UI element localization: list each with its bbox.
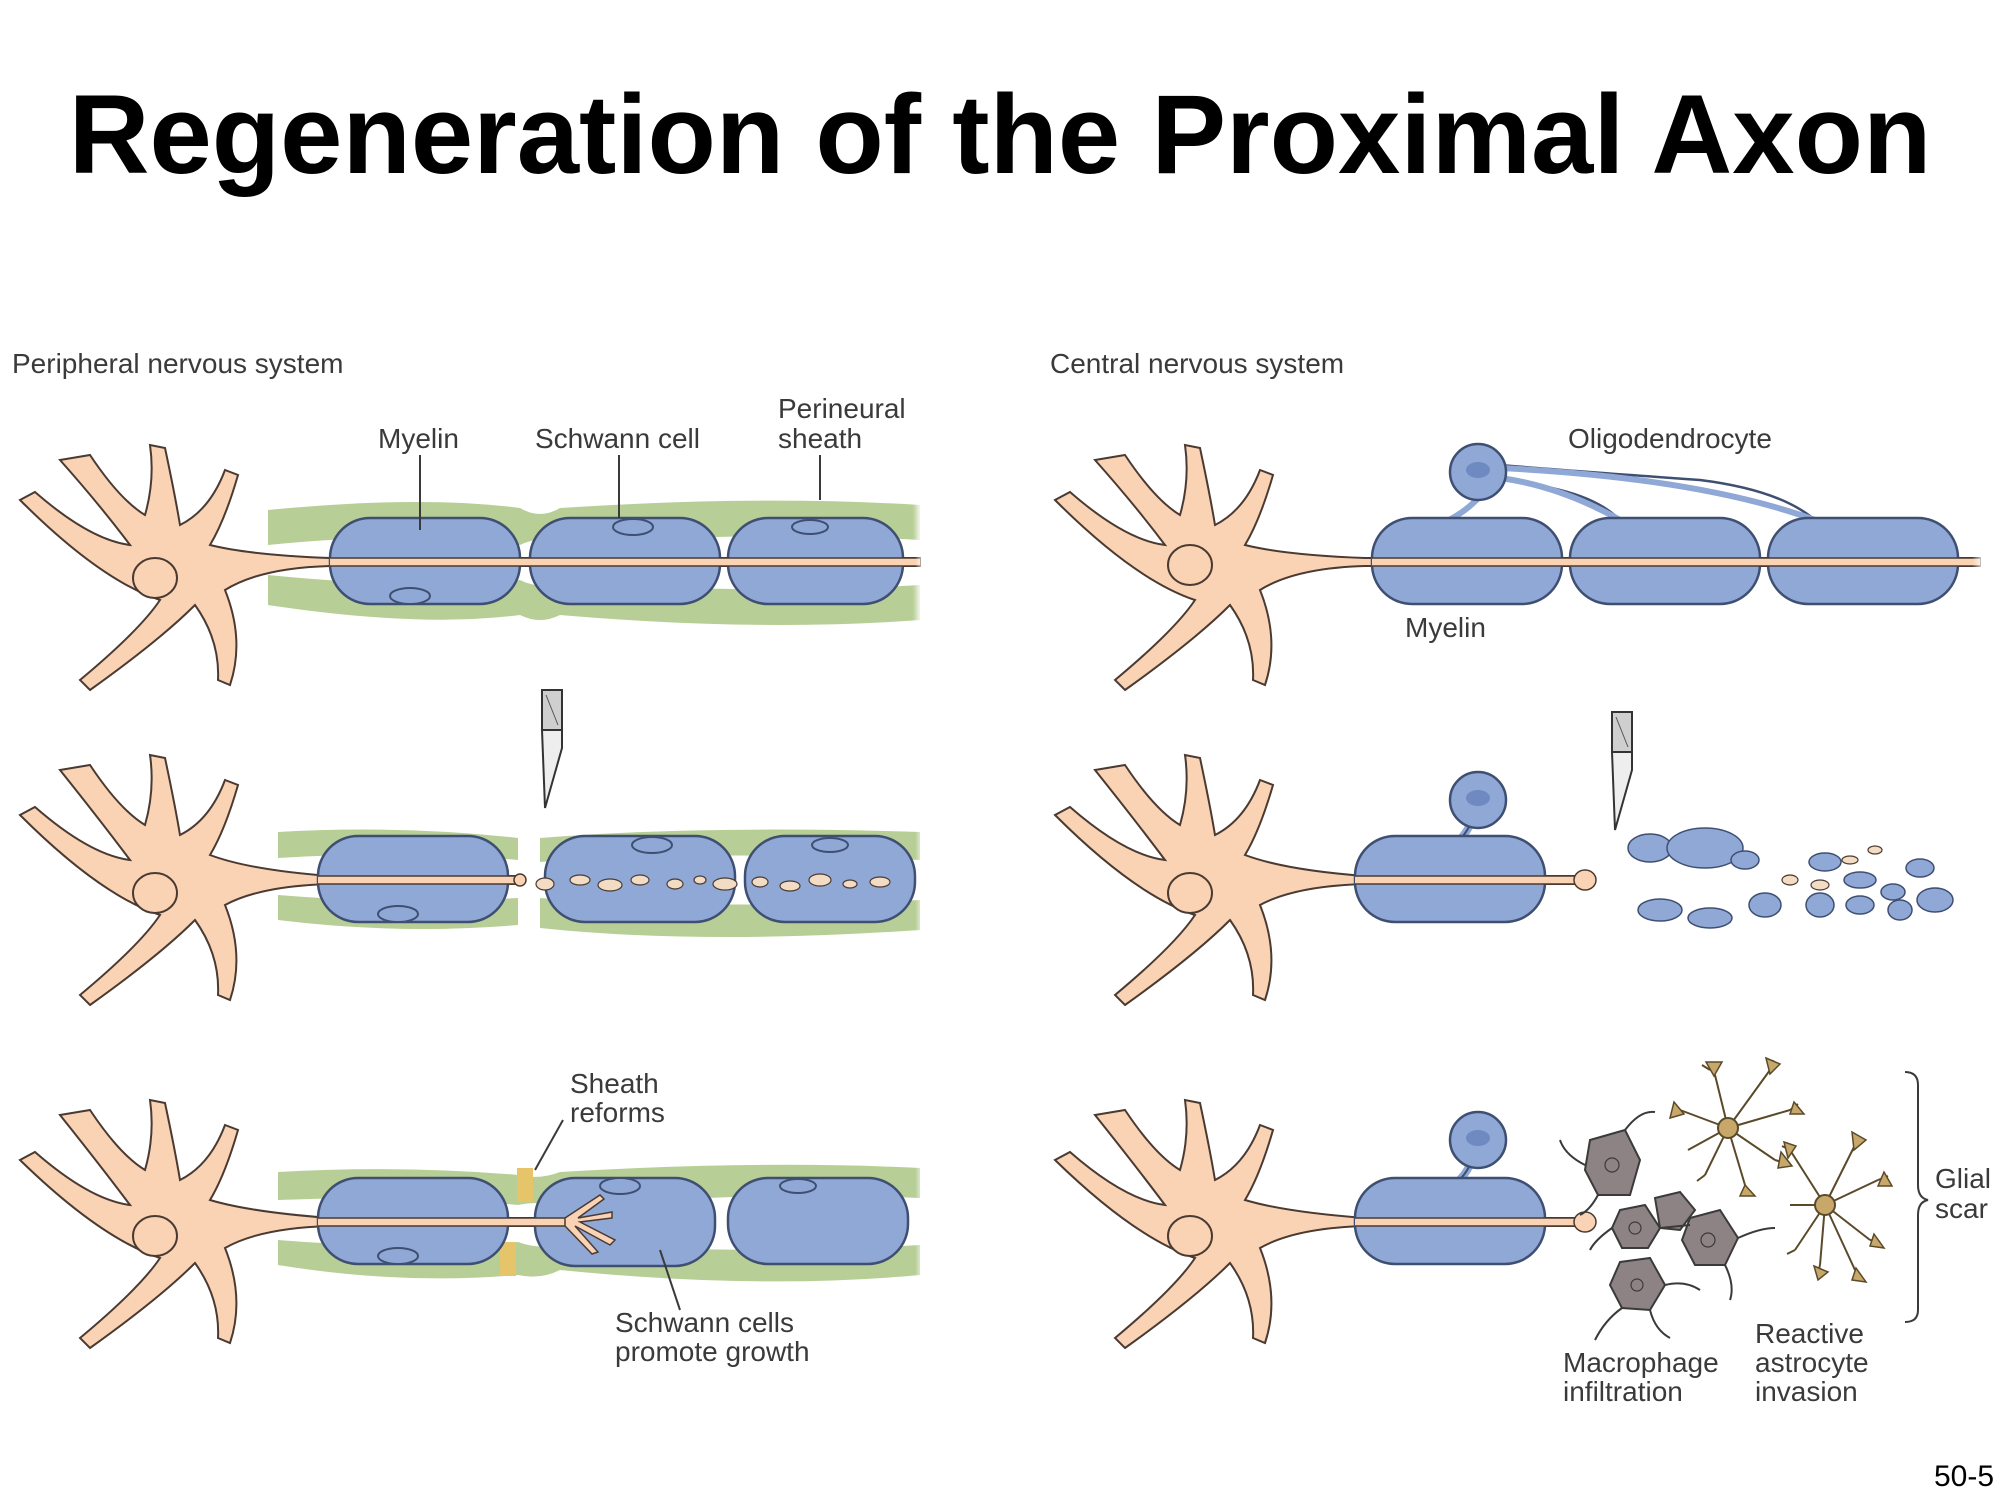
macrophage-cells bbox=[1559, 1110, 1776, 1341]
slide-title: Regeneration of the Proximal Axon bbox=[68, 72, 1932, 197]
glial-scar-label-2: scar bbox=[1935, 1193, 1988, 1224]
pns-neuron-body bbox=[18, 443, 921, 692]
astrocyte-label-2: astrocyte bbox=[1755, 1347, 1869, 1378]
cns-intact-panel bbox=[1053, 442, 1985, 692]
pns-nucleus bbox=[132, 557, 178, 599]
perineural-sheath-label-1: Perineural bbox=[778, 393, 906, 424]
astrocyte-1 bbox=[1673, 1059, 1799, 1194]
pns-schwann-cell-label: Schwann cell bbox=[535, 423, 700, 454]
macrophage-label-1: Macrophage bbox=[1563, 1347, 1719, 1378]
reformed-sheath-patch-bottom bbox=[500, 1242, 516, 1276]
pns-regeneration-panel bbox=[18, 1098, 925, 1350]
reformed-sheath-patch-top bbox=[517, 1168, 533, 1202]
astrocyte-label-3: invasion bbox=[1755, 1376, 1858, 1407]
macrophage-label-2: infiltration bbox=[1563, 1376, 1683, 1407]
retraction-bulb bbox=[1573, 869, 1597, 891]
glial-scar-label-1: Glial bbox=[1935, 1163, 1991, 1194]
perineural-sheath-label-2: sheath bbox=[778, 423, 862, 454]
astrocyte-2 bbox=[1781, 1134, 1889, 1279]
oligodendrocyte-label: Oligodendrocyte bbox=[1568, 423, 1772, 454]
pns-injury-panel bbox=[18, 689, 925, 1007]
diagram-labels: Peripheral nervous system Central nervou… bbox=[12, 348, 1991, 1407]
pns-neuron-body-2 bbox=[18, 753, 516, 1007]
schwann-promote-label-2: promote growth bbox=[615, 1336, 810, 1367]
astrocyte-label-1: Reactive bbox=[1755, 1318, 1864, 1349]
glial-scar-bracket bbox=[1904, 1071, 1929, 1323]
pns-intact-panel bbox=[18, 443, 925, 692]
schwann-promote-label-1: Schwann cells bbox=[615, 1307, 794, 1338]
sheath-reforms-label-1: Sheath bbox=[570, 1068, 659, 1099]
scalpel-icon-pns bbox=[540, 689, 563, 809]
pns-neuron-body-3 bbox=[18, 1098, 561, 1350]
pns-myelin-label: Myelin bbox=[378, 423, 459, 454]
slide-number: 50-5 bbox=[1933, 1460, 1994, 1493]
cns-heading: Central nervous system bbox=[1050, 348, 1344, 379]
scalpel-icon-cns bbox=[1610, 711, 1633, 831]
cns-glial-scar-panel bbox=[1053, 1056, 1929, 1350]
sheath-reforms-label-2: reforms bbox=[570, 1097, 665, 1128]
cns-myelin-label: Myelin bbox=[1405, 612, 1486, 643]
cns-injury-panel bbox=[1053, 711, 1954, 1007]
cns-myelin-debris bbox=[1627, 827, 1954, 929]
astrocyte-endfeet bbox=[1668, 1056, 1894, 1283]
growth-cone bbox=[564, 1194, 617, 1255]
pns-heading: Peripheral nervous system bbox=[12, 348, 343, 379]
pns-axon-debris bbox=[535, 873, 891, 892]
